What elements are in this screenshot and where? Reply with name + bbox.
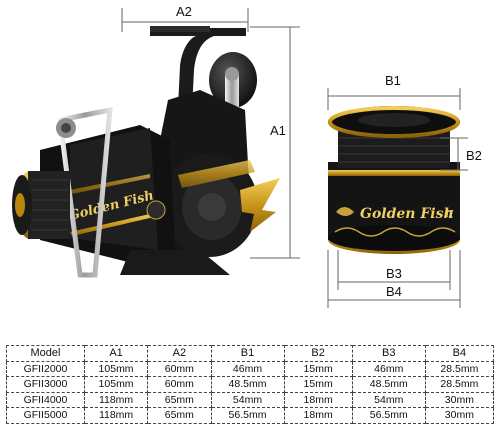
table-cell: 28.5mm — [424, 376, 495, 393]
table-cell: 105mm — [83, 376, 149, 393]
spare-spool-illustration: Golden Fish II — [328, 106, 460, 254]
table-cell: 30mm — [424, 407, 495, 424]
dimension-a1-label: A1 — [270, 123, 286, 138]
table-cell: 48.5mm — [210, 376, 285, 393]
dimension-a2 — [121, 8, 249, 32]
dimension-a1 — [250, 26, 300, 259]
table-cell: 30mm — [424, 391, 495, 408]
header-a2: A2 — [147, 345, 212, 362]
dimension-a2-label: A2 — [176, 4, 192, 19]
dimension-b4-label: B4 — [386, 284, 402, 299]
table-cell: 65mm — [147, 407, 212, 424]
spec-table: Model A1 A2 B1 B2 B3 B4 GFII2000 105mm 6… — [6, 345, 495, 424]
table-cell: 118mm — [83, 391, 149, 408]
table-cell: 54mm — [210, 391, 285, 408]
table-cell: 48.5mm — [351, 376, 426, 393]
spec-table-header-row: Model A1 A2 B1 B2 B3 B4 — [6, 345, 495, 362]
table-cell: 60mm — [147, 376, 212, 393]
header-model: Model — [6, 345, 85, 362]
table-row: GFII3000 105mm 60mm 48.5mm 15mm 48.5mm 2… — [6, 376, 495, 393]
table-cell: 15mm — [283, 360, 353, 377]
table-cell: 18mm — [283, 407, 353, 424]
dimension-b2-label: B2 — [466, 148, 482, 163]
dimension-b1 — [327, 88, 461, 110]
table-row: GFII5000 118mm 65mm 56.5mm 18mm 56.5mm 3… — [6, 407, 495, 424]
spool-model-mark: II — [444, 210, 454, 220]
dimension-b2 — [440, 137, 468, 171]
table-cell: GFII4000 — [6, 391, 85, 408]
dimension-b3-label: B3 — [386, 266, 402, 281]
dimension-b1-label: B1 — [385, 73, 401, 88]
table-cell: GFII2000 — [6, 360, 85, 377]
header-b1: B1 — [210, 345, 285, 362]
table-cell: 28.5mm — [424, 360, 495, 377]
header-b4: B4 — [424, 345, 495, 362]
table-cell: 60mm — [147, 360, 212, 377]
spool-brand-text: Golden Fish — [360, 206, 454, 222]
spinning-reel-illustration: Golden Fish — [12, 26, 280, 278]
dimension-b3 — [337, 250, 451, 290]
table-cell: 105mm — [83, 360, 149, 377]
header-a1: A1 — [83, 345, 149, 362]
table-cell: 46mm — [210, 360, 285, 377]
table-cell: 56.5mm — [351, 407, 426, 424]
table-cell: GFII5000 — [6, 407, 85, 424]
dimension-b4 — [327, 250, 461, 308]
table-cell: 18mm — [283, 391, 353, 408]
table-cell: 15mm — [283, 376, 353, 393]
header-b3: B3 — [351, 345, 426, 362]
table-cell: 65mm — [147, 391, 212, 408]
table-cell: GFII3000 — [6, 376, 85, 393]
table-cell: 118mm — [83, 407, 149, 424]
table-cell: 56.5mm — [210, 407, 285, 424]
table-cell: 54mm — [351, 391, 426, 408]
table-row: GFII4000 118mm 65mm 54mm 18mm 54mm 30mm — [6, 391, 495, 408]
table-row: GFII2000 105mm 60mm 46mm 15mm 46mm 28.5m… — [6, 360, 495, 377]
product-illustration: A2 A1 Golden Fish — [12, 4, 482, 308]
table-cell: 46mm — [351, 360, 426, 377]
header-b2: B2 — [283, 345, 353, 362]
